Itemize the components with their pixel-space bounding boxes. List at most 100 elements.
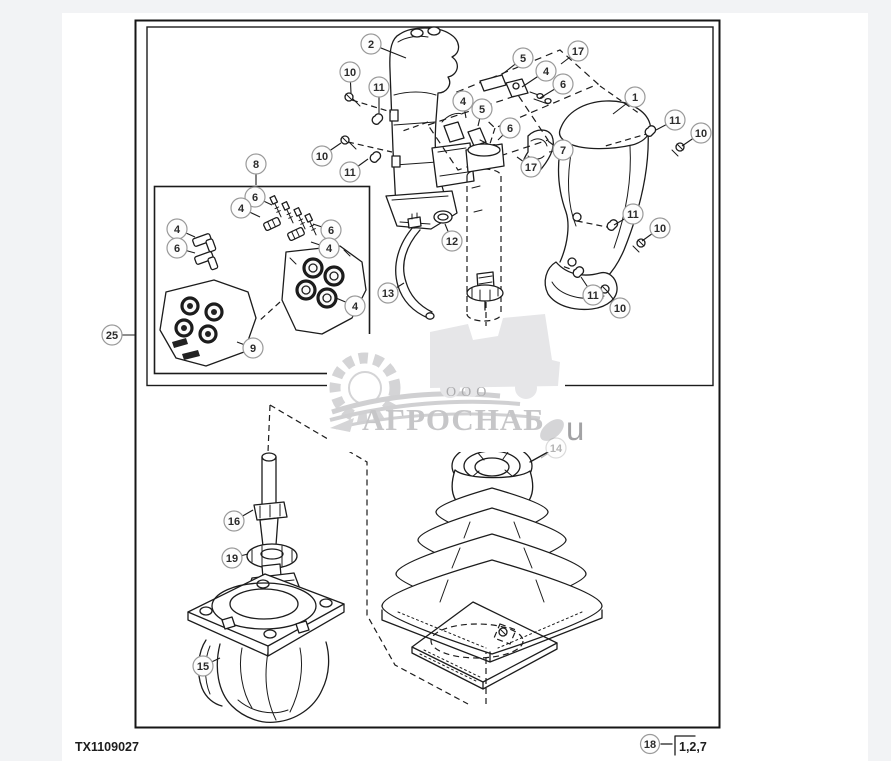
manifold-block (281, 245, 367, 335)
callout-19: 19 (221, 547, 249, 569)
callout-4: 4 (230, 197, 261, 219)
svg-text:13: 13 (382, 288, 394, 300)
svg-text:4: 4 (326, 243, 333, 255)
callout-6: 6 (539, 73, 574, 99)
callout-10: 10 (339, 61, 361, 94)
screw-icon (671, 142, 685, 157)
callout-5: 5 (471, 98, 493, 127)
svg-text:5: 5 (520, 53, 526, 65)
svg-text:4: 4 (174, 224, 181, 236)
callout-6: 6 (166, 237, 196, 259)
gear-icon (329, 352, 401, 424)
svg-text:6: 6 (507, 123, 513, 135)
svg-text:7: 7 (560, 145, 566, 157)
svg-text:9: 9 (250, 343, 256, 355)
callout-12: 12 (441, 223, 463, 252)
callout-1: 1 (612, 86, 646, 115)
bolt-icon (293, 207, 306, 230)
union-fitting (263, 217, 281, 231)
watermark-domain-letter: u (566, 410, 584, 447)
callout-10: 10 (681, 122, 712, 147)
svg-text:4: 4 (543, 66, 550, 78)
tractor-silhouette (430, 314, 560, 388)
clip-icon (369, 151, 382, 163)
callout-11: 11 (613, 203, 644, 226)
svg-text:11: 11 (344, 167, 356, 179)
screw-icon (632, 238, 646, 253)
connector-block-9 (159, 279, 257, 367)
watermark-org-type: ООО (446, 385, 491, 400)
screw-icon (340, 135, 357, 150)
callout-17: 17 (560, 40, 589, 65)
clip-icon (606, 219, 619, 231)
callout-4: 4 (452, 90, 474, 119)
svg-text:10: 10 (695, 128, 707, 140)
svg-text:6: 6 (252, 192, 258, 204)
bolt-icon (281, 201, 294, 224)
clip-icon (644, 125, 657, 137)
svg-text:10: 10 (654, 223, 666, 235)
svg-text:11: 11 (587, 290, 599, 302)
svg-text:25: 25 (106, 330, 118, 342)
elbow-fitting (194, 251, 219, 271)
svg-text:17: 17 (525, 162, 537, 174)
svg-text:10: 10 (316, 151, 328, 163)
watermark: ООО АГРОСНАБ u (327, 314, 584, 452)
svg-text:6: 6 (328, 225, 334, 237)
svg-text:5: 5 (479, 104, 485, 116)
fitting-kit-8 (159, 195, 367, 367)
svg-text:8: 8 (253, 159, 259, 171)
svg-text:11: 11 (373, 82, 385, 94)
rubber-boot (381, 442, 603, 663)
svg-text:4: 4 (460, 96, 467, 108)
jam-nut-19 (246, 543, 298, 569)
callout-layer: 2101154617111107174561011111011108644664… (101, 33, 712, 677)
callout-6: 6 (244, 186, 273, 208)
svg-text:2: 2 (368, 39, 374, 51)
svg-text:4: 4 (352, 301, 359, 313)
valve-body-15 (197, 639, 330, 724)
sheet-ref-item: 18 (644, 739, 656, 751)
clip-icon (371, 113, 384, 125)
svg-text:4: 4 (238, 203, 245, 215)
svg-text:6: 6 (174, 243, 180, 255)
callout-2: 2 (360, 33, 407, 59)
callout-4: 4 (310, 237, 340, 259)
svg-text:14: 14 (550, 443, 563, 455)
svg-text:1: 1 (632, 92, 638, 104)
sheet-reference: 18 1,2,7 (639, 733, 707, 756)
screw-icon (344, 92, 361, 107)
callout-11: 11 (339, 158, 369, 183)
callout-4: 4 (335, 295, 366, 317)
svg-text:11: 11 (627, 209, 639, 221)
svg-text:6: 6 (560, 79, 566, 91)
svg-text:16: 16 (228, 516, 240, 528)
callout-10: 10 (641, 217, 671, 242)
callout-16: 16 (223, 509, 254, 532)
union-fitting (287, 227, 305, 241)
page-bracket (674, 735, 696, 756)
callout-14: 14 (540, 437, 567, 459)
callout-7: 7 (548, 139, 574, 161)
callout-8: 8 (245, 153, 267, 185)
svg-text:19: 19 (226, 553, 238, 565)
svg-text:11: 11 (669, 115, 681, 127)
svg-text:12: 12 (446, 236, 458, 248)
grommet (433, 210, 453, 224)
drawing-number: TX1109027 (75, 740, 139, 754)
bolt-icon (269, 195, 282, 218)
template-plate (411, 601, 558, 690)
callout-4: 4 (521, 60, 557, 88)
leaf-shape (330, 418, 354, 432)
svg-text:17: 17 (572, 46, 584, 58)
svg-text:10: 10 (344, 67, 356, 79)
callout-13: 13 (377, 282, 405, 304)
callout-10: 10 (606, 290, 631, 319)
callout-11: 11 (368, 76, 390, 113)
callout-9: 9 (236, 337, 264, 359)
sheet-ref-pages: 1,2,7 (679, 740, 707, 754)
watermark-name: АГРОСНАБ (362, 402, 545, 437)
elbow-fitting (192, 233, 217, 253)
